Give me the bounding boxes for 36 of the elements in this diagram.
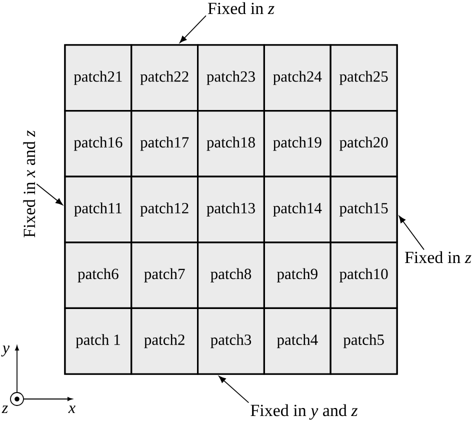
annotation-label: Fixed in z	[404, 251, 472, 264]
patch-cell: patch7	[130, 242, 199, 309]
patch-cell: patch19	[263, 110, 332, 178]
patch-cell: patch12	[130, 176, 199, 244]
patch-cell: patch2	[130, 307, 199, 375]
annotation-label: Fixed in z	[208, 2, 274, 14]
axis-label: y	[1, 346, 10, 356]
patch-cell: patch3	[197, 307, 265, 375]
patch-cell: patch22	[130, 44, 199, 112]
patch-cell: patch 1	[64, 307, 132, 375]
leader-arrow	[36, 184, 63, 206]
patch-cell: patch16	[64, 110, 132, 178]
patch-cell: patch23	[197, 44, 265, 112]
patch-cell: patch5	[330, 307, 398, 375]
annotation-label: Fixed in y and z	[250, 404, 358, 420]
annotation-label: Fixed in x and z	[23, 130, 36, 238]
patch-cell: patch10	[330, 242, 398, 309]
patch-cell: patch6	[64, 242, 132, 309]
axis-label: x	[68, 406, 76, 413]
patch-cell: patch11	[64, 176, 132, 244]
leader-arrow	[398, 216, 424, 250]
patch-cell: patch15	[330, 176, 398, 244]
axis-label: z	[2, 406, 8, 413]
patch-cell: patch25	[330, 44, 398, 112]
patch-cell: patch9	[263, 242, 332, 309]
patch-cell: patch14	[263, 176, 332, 244]
patch-cell: patch18	[197, 110, 265, 178]
patch-cell: patch17	[130, 110, 199, 178]
patch-cell: patch24	[263, 44, 332, 112]
leader-arrow	[218, 376, 250, 404]
patch-cell: patch20	[330, 110, 398, 178]
patch-cell: patch8	[197, 242, 265, 309]
patch-cell: patch13	[197, 176, 265, 244]
patch-cell: patch4	[263, 307, 332, 375]
patch-cell: patch21	[64, 44, 132, 112]
leader-arrow	[180, 15, 206, 43]
